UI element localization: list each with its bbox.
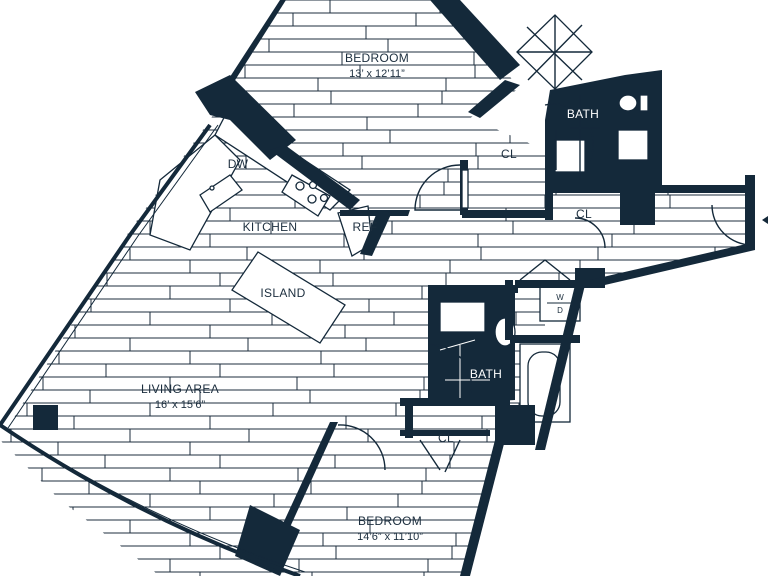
- refrigerator-label: REF: [353, 220, 378, 234]
- stove: [281, 174, 331, 217]
- bedroom-top-label: BEDROOM: [345, 51, 409, 65]
- bedroom-bottom-label: BEDROOM: [358, 514, 422, 528]
- kitchen-sink: [199, 174, 243, 213]
- dishwasher-label: DW: [228, 157, 249, 171]
- entry-arrow-icon: [762, 216, 768, 224]
- bath-top-room: [545, 70, 662, 190]
- shower-top: [516, 14, 593, 90]
- living-area-label: LIVING AREA: [141, 382, 219, 396]
- kitchen-island: [231, 251, 346, 344]
- bedroom-bottom-dimensions: 14’6” x 11’10”: [357, 531, 423, 543]
- closet-top-label: CL: [501, 147, 517, 161]
- closet-bottom-label: CL: [438, 431, 454, 445]
- washer-label: W: [556, 293, 564, 302]
- living-area-dimensions: 16’ x 15’6”: [155, 399, 206, 411]
- bath-top-label: BATH: [567, 107, 599, 121]
- kitchen-label: KITCHEN: [243, 220, 298, 234]
- bedroom-top-dimensions: 13’ x 12’11”: [349, 68, 405, 80]
- island-label: ISLAND: [260, 286, 305, 300]
- closet-hall-label: CL: [576, 207, 592, 221]
- dryer-label: D: [557, 306, 563, 315]
- door-swings: [337, 103, 753, 473]
- bath-mid-label: BATH: [470, 367, 502, 381]
